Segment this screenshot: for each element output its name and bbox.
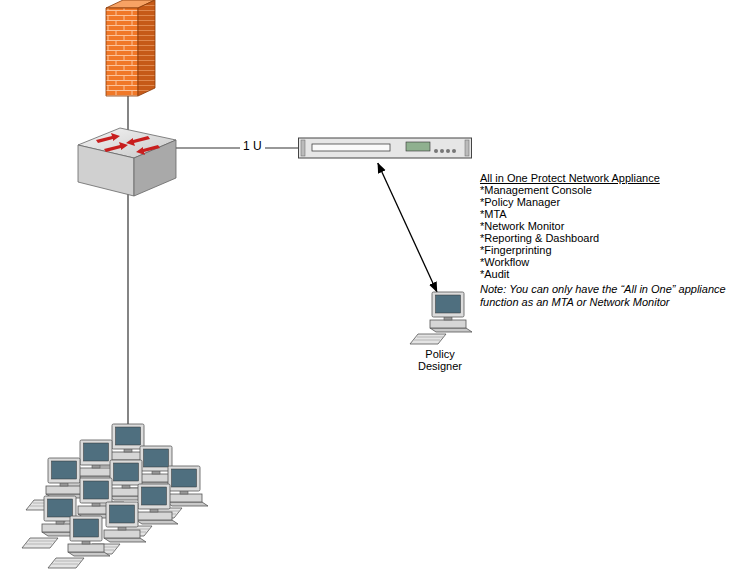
rack-appliance — [298, 137, 472, 159]
note-text: Note: You can only have the “All in One”… — [480, 283, 748, 309]
computer-icon — [410, 292, 472, 344]
feature-list: All in One Protect Network Appliance*Man… — [480, 172, 660, 280]
firewall-icon — [106, 0, 155, 96]
switch-icon — [78, 128, 176, 196]
feature-item: *Network Monitor — [480, 220, 660, 232]
feature-item: *Fingerprinting — [480, 244, 660, 256]
workstation-cluster — [22, 424, 208, 568]
feature-item: *Management Console — [480, 184, 660, 196]
feature-item: *Audit — [480, 268, 660, 280]
feature-item: *Reporting & Dashboard — [480, 232, 660, 244]
double-arrow — [378, 163, 437, 292]
node-label: Policy Designer — [412, 348, 468, 372]
appliance-heading: All in One Protect Network Appliance — [480, 172, 660, 184]
workstation-icon — [398, 290, 482, 346]
feature-item: *Policy Manager — [480, 196, 660, 208]
appliance-node: All in One Protect Network Appliance*Man… — [298, 137, 472, 159]
link-label: 1 U — [240, 139, 265, 153]
computer-icon — [48, 516, 110, 568]
feature-item: *MTA — [480, 208, 660, 220]
switch-arrows — [96, 133, 160, 155]
feature-item: *Workflow — [480, 256, 660, 268]
workstation-node: Policy Designer — [398, 290, 482, 372]
